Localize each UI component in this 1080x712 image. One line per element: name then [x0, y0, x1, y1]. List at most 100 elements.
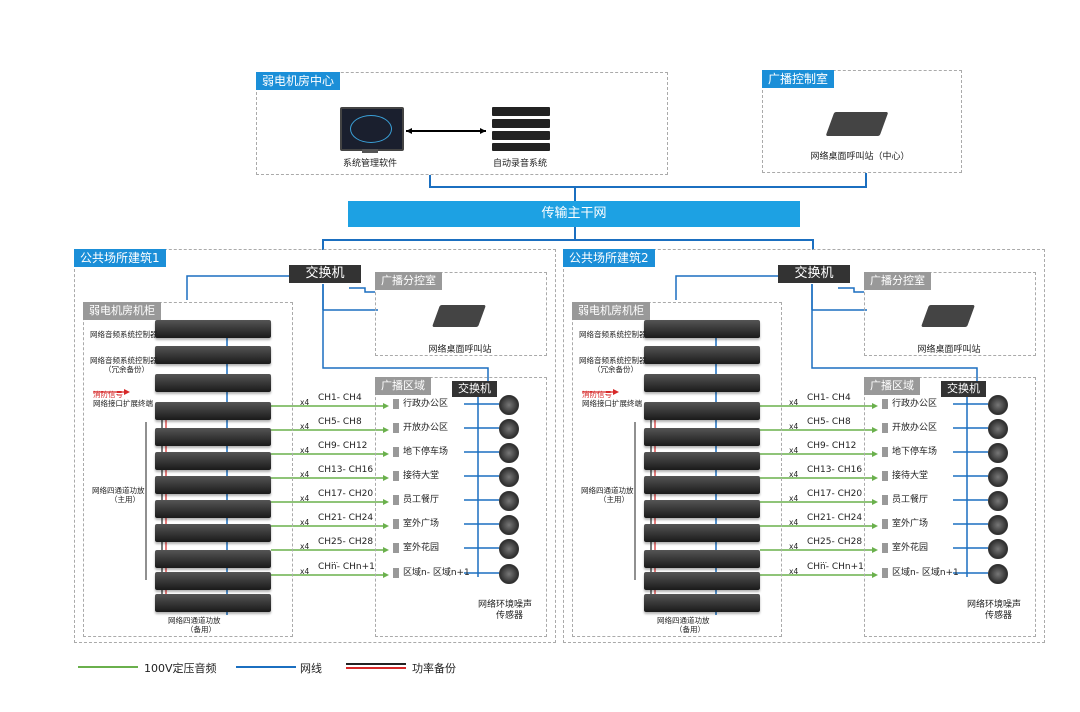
- zone-name: 室外广场: [403, 519, 440, 529]
- channel-range: CH17- CH20: [318, 489, 374, 499]
- zone-name: 员工餐厅: [892, 495, 929, 505]
- building-title: 公共场所建筑1: [74, 249, 166, 267]
- channel-ellipsis: ...: [331, 556, 339, 565]
- channel-multiplier: x4: [300, 567, 310, 576]
- speaker-icon: [393, 568, 399, 578]
- rack-unit: [155, 550, 271, 568]
- legend-audio-label: 100V定压音频: [144, 662, 217, 675]
- legend-backup-line-red: [346, 667, 406, 669]
- speaker-icon: [393, 519, 399, 529]
- zone-name: 室外广场: [892, 519, 929, 529]
- channel-range: CH25- CH28: [318, 537, 374, 547]
- audio-arrow: [383, 403, 389, 409]
- cabinet-panel: [83, 302, 293, 637]
- rack-unit: [155, 452, 271, 470]
- noise-sensor-icon: [988, 515, 1008, 535]
- audio-arrow: [872, 427, 878, 433]
- noise-sensor-icon: [988, 491, 1008, 511]
- control-station-label: 网络桌面呼叫站（中心）: [810, 152, 910, 162]
- switch-to-cabinet: [186, 275, 289, 300]
- channel-range: CH1- CH4: [318, 393, 362, 403]
- rack-unit: [155, 346, 271, 364]
- channel-range: CH5- CH8: [807, 417, 851, 427]
- fire-signal-arrow: [613, 389, 619, 395]
- call-station-icon: [920, 305, 976, 327]
- noise-sensor-icon: [499, 443, 519, 463]
- noise-sensor-icon: [988, 395, 1008, 415]
- amp-main-note: （主用）: [599, 495, 629, 504]
- zone-name: 室外花园: [892, 543, 929, 553]
- speaker-icon: [882, 447, 888, 457]
- subroom-panel: [375, 272, 547, 356]
- rack-unit: [155, 524, 271, 542]
- speaker-icon: [882, 495, 888, 505]
- rack-unit: [644, 572, 760, 590]
- audio-arrow: [383, 475, 389, 481]
- channel-multiplier: x4: [789, 422, 799, 431]
- rack-unit: [155, 320, 271, 338]
- software-label: 系统管理软件: [342, 159, 397, 169]
- center-room-panel: [256, 72, 668, 175]
- zone-switch-label: 交换机: [941, 381, 986, 397]
- audio-arrow: [383, 451, 389, 457]
- channel-range: CHn- CHn+1: [807, 562, 864, 572]
- audio-arrow: [872, 475, 878, 481]
- channel-multiplier: x4: [789, 542, 799, 551]
- monitor-stand: [362, 149, 378, 153]
- channel-multiplier: x4: [300, 398, 310, 407]
- noise-sensor-icon: [988, 419, 1008, 439]
- channel-multiplier: x4: [789, 398, 799, 407]
- legend-backup-label: 功率备份: [412, 662, 456, 675]
- sensor-label: 网络环境噪声: [967, 600, 1022, 610]
- speaker-icon: [882, 568, 888, 578]
- channel-range: CH13- CH16: [318, 465, 374, 475]
- speaker-icon: [882, 399, 888, 409]
- legend-network-label: 网线: [300, 662, 322, 675]
- zone-title: 广播区域: [864, 377, 920, 395]
- zone-panel: [864, 377, 1036, 637]
- noise-sensor-icon: [988, 564, 1008, 584]
- switch-to-subroom: [349, 287, 375, 293]
- audio-arrow: [383, 547, 389, 553]
- rack-unit: [644, 346, 760, 364]
- channel-multiplier: x4: [789, 567, 799, 576]
- arrow-left: [406, 128, 412, 134]
- channel-multiplier: x4: [300, 518, 310, 527]
- audio-arrow: [872, 547, 878, 553]
- channel-multiplier: x4: [300, 446, 310, 455]
- backbone-uplink: [429, 173, 867, 188]
- channel-multiplier: x4: [300, 542, 310, 551]
- controller-label: 网络音频系统控制器: [90, 330, 158, 339]
- channel-range: CH17- CH20: [807, 489, 863, 499]
- legend-audio-line: [78, 666, 138, 668]
- noise-sensor-icon: [499, 467, 519, 487]
- zone-title: 广播区域: [375, 377, 431, 395]
- channel-multiplier: x4: [300, 422, 310, 431]
- channel-multiplier: x4: [300, 494, 310, 503]
- zone-name: 地下停车场: [892, 447, 938, 457]
- recorder-label: 自动录音系统: [492, 159, 547, 169]
- rack-unit: [644, 374, 760, 392]
- controller-backup-note: （冗余备份）: [104, 365, 149, 374]
- channel-range: CH9- CH12: [807, 441, 857, 451]
- rack-unit: [644, 476, 760, 494]
- control-room-panel: [762, 70, 962, 173]
- subroom-panel: [864, 272, 1036, 356]
- zone-name: 区域n- 区域n+1: [403, 568, 470, 578]
- call-station-icon: [825, 112, 889, 136]
- rack-unit: [644, 402, 760, 420]
- center-room-title: 弱电机房中心: [256, 72, 341, 90]
- rack-unit: [155, 476, 271, 494]
- sensor-label-line2: 传感器: [496, 611, 524, 621]
- zone-panel: [375, 377, 547, 637]
- subroom-title: 广播分控室: [375, 272, 442, 290]
- channel-ellipsis: ...: [820, 556, 828, 565]
- subroom-title: 广播分控室: [864, 272, 931, 290]
- rack-unit: [155, 500, 271, 518]
- speaker-icon: [393, 423, 399, 433]
- speaker-icon: [393, 543, 399, 553]
- server-icon: [492, 107, 550, 153]
- cabinet-title: 弱电机房机柜: [572, 302, 650, 320]
- rack-unit: [644, 550, 760, 568]
- noise-sensor-icon: [499, 515, 519, 535]
